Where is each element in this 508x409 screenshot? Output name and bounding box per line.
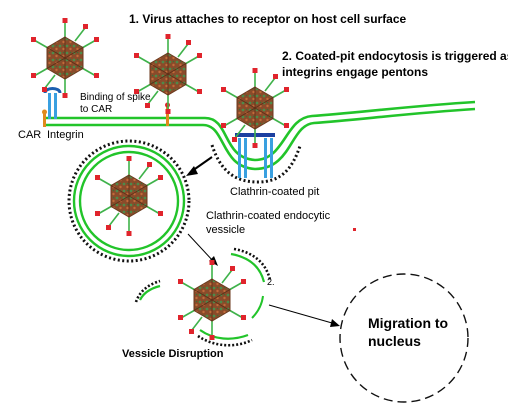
vesicle-label-line1: Clathrin-coated endocytic [206,210,331,222]
integrin-label: Integrin [47,129,84,141]
virus-free-1 [30,17,100,99]
nucleus [339,273,469,403]
car-label: CAR [18,129,42,141]
clathrin-coat-pit [210,144,302,184]
nucleus-label-line2: nucleus [368,333,421,349]
arrow-to-vesicle [186,156,213,176]
disruption-label: Vessicle Disruption [122,348,224,360]
virus-in-pit [220,67,290,149]
virus-in-vesicle [94,155,164,237]
car-receptor [42,109,47,127]
integrin-receptor [43,87,62,119]
disrupted-vesicle [134,247,272,347]
virus-released [177,259,247,341]
arrow-to-nucleus [268,304,340,327]
clathrin-pit-label: Clathrin-coated pit [230,186,320,198]
binding-label-line2: to CAR [80,104,113,115]
vesicle-label-line2: vessicle [206,224,246,236]
step-2-label-line1: 2. Coated-pit endocytosis is triggered a… [282,49,508,63]
step-2-label-line2: integrins engage pentons [282,65,429,79]
step-1-label: 1. Virus attaches to receptor on host ce… [129,12,407,26]
nucleus-label-line1: Migration to [368,315,449,331]
binding-label-line1: Binding of spike [80,92,151,103]
small-mark: 2. [267,277,275,287]
red-dot [353,228,356,231]
cell-membrane [45,100,476,171]
coated-vesicle [67,139,191,263]
